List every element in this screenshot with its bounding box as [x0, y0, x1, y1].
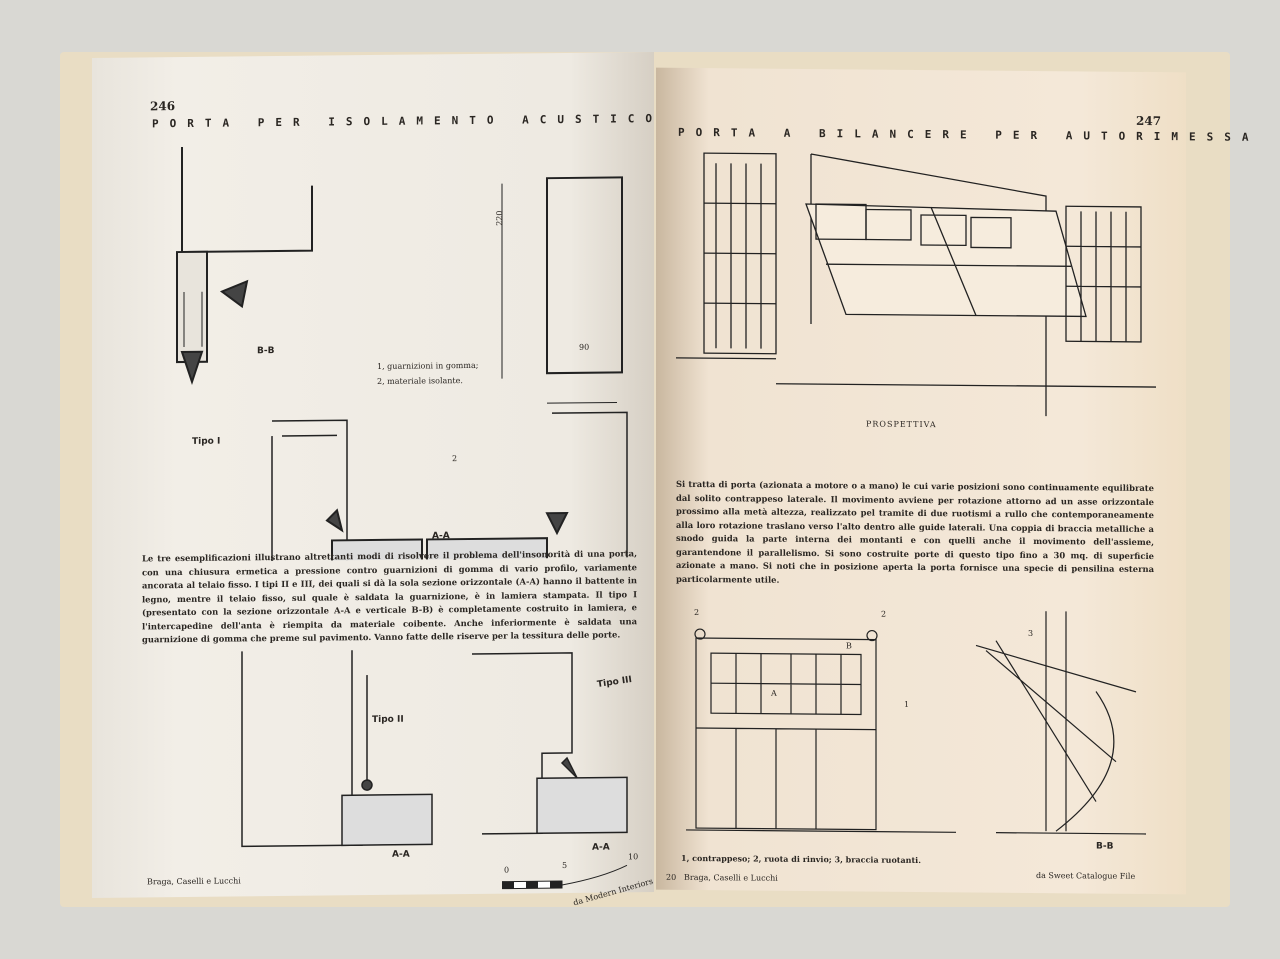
- section-label-bb: B-B: [257, 346, 275, 357]
- label-b: B: [846, 641, 852, 651]
- section-label-bb: B-B: [1096, 841, 1114, 852]
- label-tipo-1: Tipo I: [192, 436, 221, 447]
- legend: 1, contrappeso; 2, ruota di rinvio; 3, b…: [681, 852, 921, 865]
- left-page: 246 PORTA PER ISOLAMENTO ACUSTICO 220 90…: [92, 52, 663, 907]
- garage-door-elevation-section: [686, 611, 1146, 835]
- dimension-height: 220: [495, 210, 505, 226]
- footer-source: da Sweet Catalogue File: [1036, 871, 1136, 881]
- label-2-right: 2: [881, 609, 887, 619]
- label-1: 1: [904, 699, 910, 709]
- page-title: PORTA PER ISOLAMENTO ACUSTICO: [152, 111, 664, 131]
- right-page: 247 PORTA A BILANCERE PER AUTORIMESSA PR…: [656, 67, 1260, 895]
- footer-credit: Braga, Caselli e Lucchi: [684, 872, 778, 883]
- door-section-drawings: [176, 146, 628, 563]
- scale-10: 10: [628, 852, 639, 862]
- body-text: Si tratta di porta (azionata a motore o …: [676, 478, 1154, 585]
- footer-number: 20: [666, 872, 677, 882]
- body-text: Le tre esemplificazioni illustrano altre…: [142, 548, 637, 645]
- door-type-2-3-drawings: [241, 650, 628, 848]
- page-number: 246: [150, 99, 176, 114]
- caption-prospettiva: PROSPETTIVA: [866, 419, 937, 430]
- page-title: PORTA A BILANCERE PER AUTORIMESSA: [678, 125, 1260, 144]
- dimension-width: 90: [579, 342, 590, 352]
- legend-line-1: 1, guarnizioni in gomma;: [377, 360, 479, 371]
- section-label-aa-3: A-A: [592, 842, 610, 853]
- scale-5: 5: [562, 860, 568, 871]
- scale-0: 0: [504, 865, 510, 875]
- garage-door-perspective: [676, 152, 1156, 417]
- page-number: 247: [1136, 113, 1162, 129]
- label-a: A: [771, 688, 777, 698]
- legend-line-2: 2, materiale isolante.: [377, 376, 463, 386]
- section-label-aa: A-A: [432, 531, 450, 542]
- footer-credit: Braga, Caselli e Lucchi: [147, 876, 241, 887]
- label-2-left: 2: [694, 608, 700, 618]
- callout-2: 2: [452, 454, 458, 464]
- label-3: 3: [1028, 628, 1034, 638]
- label-tipo-2: Tipo II: [372, 714, 404, 726]
- scale-bar: [502, 864, 628, 890]
- section-label-aa-2: A-A: [392, 849, 410, 860]
